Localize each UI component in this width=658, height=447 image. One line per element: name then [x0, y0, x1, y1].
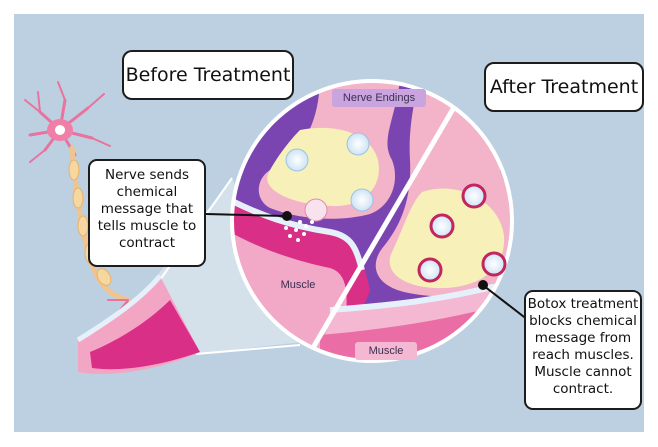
neuron-nucleus: [55, 125, 65, 135]
nerve-endings-tag: Nerve Endings: [332, 89, 426, 107]
blocked-vesicle-icon: [461, 183, 487, 209]
neurotransmitter-dots: [284, 220, 314, 242]
nerve-callout-line: chemical: [116, 184, 178, 200]
vesicle-group-before: [285, 132, 374, 222]
botox-callout-line: contract.: [552, 381, 614, 397]
botox-callout-line: reach muscles.: [532, 347, 634, 363]
nerve-callout-line: contract: [118, 235, 176, 251]
vesicle-icon: [346, 132, 370, 156]
nerve-callout-line: tells muscle to: [97, 218, 197, 234]
circle-outline: [230, 79, 514, 363]
after-treatment-label: After Treatment: [484, 62, 644, 112]
vesicle-icon: [285, 148, 309, 172]
small-muscle-patch: [76, 274, 200, 374]
blocked-vesicle-icon: [481, 251, 507, 277]
botox-callout-line: Muscle cannot: [534, 364, 632, 380]
blocked-vesicle-icon: [429, 213, 455, 239]
muscle-tag-left: Muscle: [268, 276, 328, 294]
vesicle-icon: [304, 198, 328, 222]
blocked-vesicle-icon: [417, 257, 443, 283]
botox-callout-line: Botox treatment: [527, 296, 639, 312]
nerve-callout: Nerve sends chemical message that tells …: [88, 159, 206, 267]
botox-callout-line: blocks chemical: [529, 313, 637, 329]
nerve-callout-line: message that: [100, 201, 194, 217]
nerve-callout-line: Nerve sends: [104, 167, 190, 183]
callout-pointers: [205, 211, 529, 321]
botox-callout-line: message from: [534, 330, 632, 346]
vesicle-group-after: [417, 183, 507, 283]
before-treatment-label: Before Treatment: [122, 50, 294, 100]
muscle-tag-right: Muscle: [355, 342, 417, 360]
circle-divider: [297, 81, 473, 361]
vesicle-icon: [350, 188, 374, 212]
botox-callout: Botox treatment blocks chemical message …: [524, 290, 642, 410]
